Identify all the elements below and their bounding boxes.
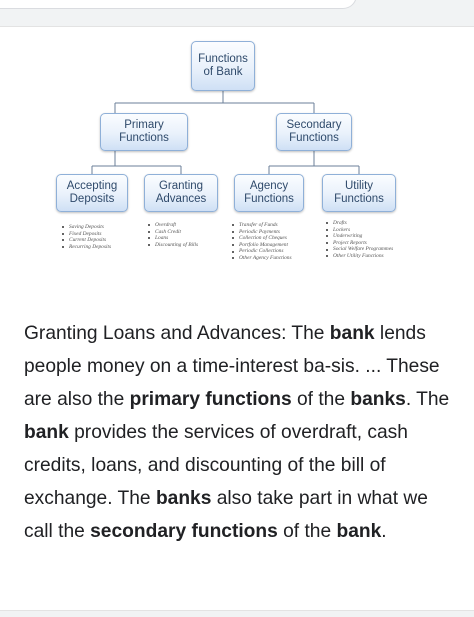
node-agency-functions: Agency Functions xyxy=(234,174,304,212)
snippet-highlight: secondary functions xyxy=(90,521,278,542)
functions-of-bank-diagram[interactable]: Functions of Bank Primary Functions Seco… xyxy=(24,33,456,291)
list-item: Social Welfare Programmes xyxy=(326,246,393,253)
snippet-highlight: bank xyxy=(336,521,382,542)
node-utility-functions: Utility Functions xyxy=(322,174,396,212)
diagram-connectors xyxy=(91,91,360,174)
featured-snippet-card: Functions of Bank Primary Functions Seco… xyxy=(0,26,474,611)
previous-result-card[interactable] xyxy=(0,0,357,9)
node-granting-advances: Granting Advances xyxy=(144,174,218,212)
list-item: Transfer of Funds xyxy=(232,222,292,229)
list-item: Fixed Deposits xyxy=(62,231,111,238)
agency-list: Transfer of Funds Periodic Payments Coll… xyxy=(232,222,292,262)
node-functions-of-bank-label: Functions of Bank xyxy=(198,53,248,78)
list-item: Periodic Collections xyxy=(232,248,292,255)
list-item: Portfolio Management xyxy=(232,242,292,249)
node-functions-of-bank: Functions of Bank xyxy=(191,41,255,91)
node-accepting-deposits-label: Accepting Deposits xyxy=(66,180,118,205)
list-item: Project Reports xyxy=(326,240,393,247)
snippet-segment: of the xyxy=(277,521,337,542)
list-item: Collection of Cheques xyxy=(232,235,292,242)
snippet-segment: . The xyxy=(405,389,450,410)
list-item: Discounting of Bills xyxy=(148,242,198,249)
list-item: Saving Deposits xyxy=(62,224,111,231)
utility-list: Drafts Lockers Underwriting Project Repo… xyxy=(326,220,393,260)
list-item: Cash Credit xyxy=(148,229,198,236)
list-item: Current Deposits xyxy=(62,237,111,244)
snippet-segment: provides the services of overdraft, cash… xyxy=(24,422,408,509)
list-item: Periodic Payments xyxy=(232,229,292,236)
list-item: Lockers xyxy=(326,227,393,234)
deposits-list: Saving Deposits Fixed Deposits Current D… xyxy=(62,224,111,250)
list-item: Overdraft xyxy=(148,222,198,229)
list-item: Drafts xyxy=(326,220,393,227)
list-item: Underwriting xyxy=(326,233,393,240)
snippet-text: Granting Loans and Advances: The bank le… xyxy=(24,317,456,548)
node-secondary-functions-label: Secondary Functions xyxy=(286,119,342,144)
node-granting-advances-label: Granting Advances xyxy=(155,180,207,205)
node-agency-functions-label: Agency Functions xyxy=(244,180,294,205)
node-primary-functions: Primary Functions xyxy=(100,113,188,151)
snippet-highlight: bank xyxy=(24,422,69,443)
node-primary-functions-label: Primary Functions xyxy=(119,119,169,144)
snippet-highlight: bank xyxy=(329,323,375,344)
snippet-segment: . xyxy=(381,521,387,542)
node-secondary-functions: Secondary Functions xyxy=(276,113,352,151)
list-item: Other Utility Functions xyxy=(326,253,393,260)
advances-list: Overdraft Cash Credit Loans Discounting … xyxy=(148,222,198,248)
node-accepting-deposits: Accepting Deposits xyxy=(56,174,128,212)
snippet-highlight: banks xyxy=(155,488,212,509)
list-item: Loans xyxy=(148,235,198,242)
snippet-segment: also take part in what we call the xyxy=(24,488,428,542)
snippet-segment: of the xyxy=(291,389,351,410)
page-background-strip xyxy=(0,611,474,617)
snippet-segment: Granting Loans and Advances: The xyxy=(24,323,330,344)
list-item: Other Agency Functions xyxy=(232,255,292,262)
snippet-highlight: primary functions xyxy=(129,389,292,410)
snippet-segment: lends people money on a time-interest ba… xyxy=(24,323,440,410)
snippet-highlight: banks xyxy=(350,389,406,410)
node-utility-functions-label: Utility Functions xyxy=(334,180,384,205)
list-item: Recurring Deposits xyxy=(62,244,111,251)
